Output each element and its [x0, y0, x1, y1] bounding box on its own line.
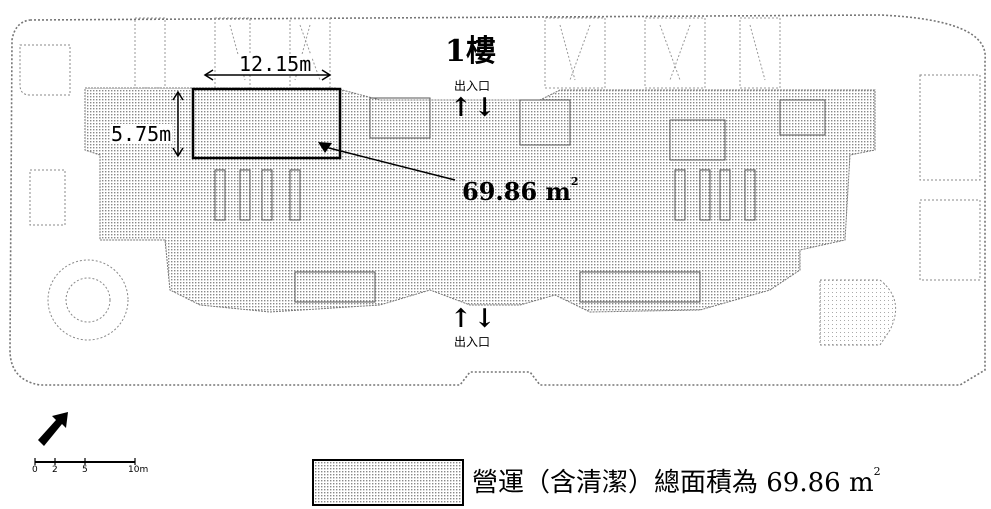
north-arrow-icon [38, 412, 68, 446]
legend-text: 營運（含清潔）總面積為 69.86 m [472, 468, 874, 498]
height-dimension-label: 5.75m [110, 122, 173, 146]
width-dimension-label: 12.15m [238, 52, 313, 76]
legend-swatch [312, 459, 464, 506]
scale-tick-2: 2 [52, 465, 58, 475]
legend-unit-sup: 2 [873, 465, 881, 478]
scale-tick-5: 5 [82, 465, 88, 475]
legend-label: 營運（含清潔）總面積為 69.86 m2 [472, 466, 881, 498]
area-leader-arrow [318, 142, 332, 153]
entrance-arrows-bottom: ↑↓ [450, 304, 498, 334]
area-leader-line [324, 146, 456, 181]
building-outline [9, 14, 986, 386]
scale-tick-10m: 10m [128, 465, 149, 475]
left-rooms [19, 44, 129, 341]
scale-bar [34, 458, 136, 465]
upper-columns [134, 17, 781, 89]
area-value-label: 69.86 m2 [462, 176, 579, 206]
interior-fixtures [214, 97, 826, 303]
area-unit-sup: 2 [570, 175, 579, 188]
entrance-arrows-top: ↑↓ [450, 93, 498, 123]
dimension-lines [172, 69, 332, 158]
area-value: 69.86 m [462, 177, 571, 206]
highlight-room [191, 87, 342, 160]
scale-tick-0: 0 [32, 465, 38, 475]
entrance-label-top: 出入口 [454, 79, 491, 93]
entrance-label-bottom: 出入口 [454, 335, 491, 349]
right-rooms [819, 74, 981, 346]
floor-label: 1樓 [445, 34, 496, 69]
